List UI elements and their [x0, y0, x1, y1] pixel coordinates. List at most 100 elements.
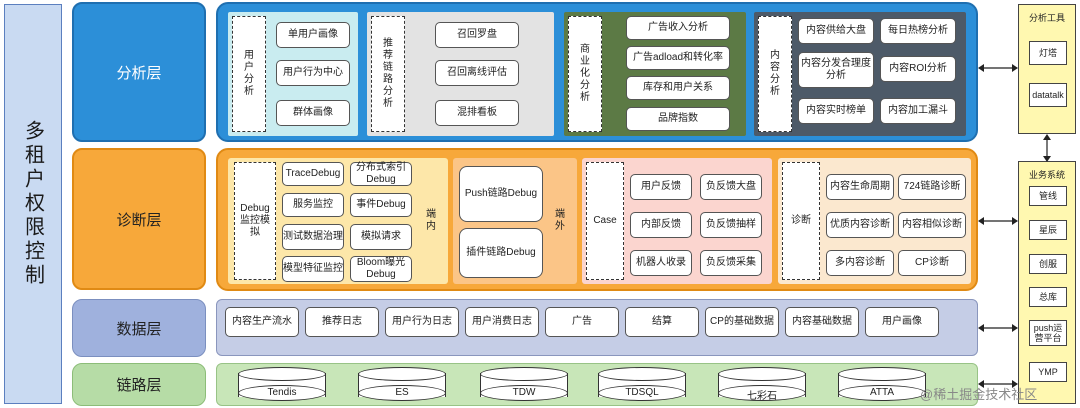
- business-analysis-title: 商业化分析: [568, 16, 602, 132]
- data-source[interactable]: 内容生产流水: [225, 307, 299, 337]
- debug-item[interactable]: 模型特征监控: [282, 256, 344, 282]
- diagnosis-biz-arrow: [978, 217, 1018, 225]
- analysis-item[interactable]: 每日热榜分析: [880, 18, 956, 44]
- data-source[interactable]: CP的基础数据: [705, 307, 779, 337]
- tool-item[interactable]: datatalk: [1029, 83, 1067, 107]
- analysis-item[interactable]: 库存和用户关系: [626, 76, 730, 100]
- business-systems-panel: 业务系统 管线 星辰 创服 总库 push运营平台 YMP: [1018, 161, 1076, 404]
- debug-item[interactable]: 模拟请求: [350, 224, 412, 250]
- analysis-tools-panel: 分析工具 灯塔 datatalk: [1018, 4, 1076, 134]
- data-layer: 内容生产流水 推荐日志 用户行为日志 用户消费日志 广告 结算 CP的基础数据 …: [216, 299, 978, 356]
- debug-item[interactable]: 分布式索引Debug: [350, 162, 412, 186]
- analysis-item[interactable]: 内容分发合理度分析: [798, 52, 874, 88]
- system-item[interactable]: 星辰: [1029, 220, 1067, 240]
- diagnose-item[interactable]: 优质内容诊断: [826, 212, 894, 238]
- data-layer-label: 数据层: [72, 299, 206, 357]
- data-source[interactable]: 广告: [545, 307, 619, 337]
- storage-cylinder[interactable]: ATTA: [838, 367, 926, 403]
- analysis-item[interactable]: 混排看板: [435, 100, 519, 126]
- analysis-item[interactable]: 召回罗盘: [435, 22, 519, 48]
- storage-label: TDSQL: [625, 387, 659, 398]
- storage-cylinder[interactable]: Tendis: [238, 367, 326, 403]
- case-item[interactable]: 负反馈抽样: [700, 212, 762, 238]
- analysis-layer-label: 分析层: [72, 2, 206, 142]
- debug-title: Debug监控模拟: [234, 162, 276, 280]
- recommend-analysis-title: 推荐链路分析: [371, 16, 405, 132]
- system-item[interactable]: 管线: [1029, 186, 1067, 206]
- tools-biz-arrow: [1043, 134, 1051, 162]
- storage-label: ATTA: [869, 387, 895, 398]
- analysis-item[interactable]: 用户行为中心: [276, 60, 350, 86]
- content-analysis-title: 内容分析: [758, 16, 792, 132]
- debug-item[interactable]: 服务监控: [282, 193, 344, 217]
- out-app-label: 端外: [555, 209, 565, 232]
- analysis-item[interactable]: 群体画像: [276, 100, 350, 126]
- case-item[interactable]: 机器人收录: [630, 250, 692, 276]
- business-analysis-panel: 商业化分析 广告收入分析 广告adload和转化率 库存和用户关系 品牌指数: [564, 12, 746, 136]
- diagnosis-layer: Debug监控模拟 TraceDebug 分布式索引Debug 服务监控 事件D…: [216, 148, 978, 291]
- diagnose-item[interactable]: 内容相似诊断: [898, 212, 966, 238]
- storage-cylinder[interactable]: TDW: [480, 367, 568, 403]
- in-app-label: 端内: [426, 209, 436, 232]
- storage-cylinder[interactable]: ES: [358, 367, 446, 403]
- debug-item[interactable]: TraceDebug: [282, 162, 344, 186]
- analysis-tools-arrow: [978, 64, 1018, 72]
- analysis-item[interactable]: 品牌指数: [626, 107, 730, 131]
- push-chain-debug[interactable]: Push链路Debug: [459, 166, 543, 222]
- user-analysis-title: 用户分析: [232, 16, 266, 132]
- data-source[interactable]: 用户画像: [865, 307, 939, 337]
- analysis-item[interactable]: 内容ROI分析: [880, 56, 956, 82]
- push-debug-panel: Push链路Debug 插件链路Debug 端外: [453, 158, 577, 284]
- user-analysis-panel: 用户分析 单用户画像 用户行为中心 群体画像: [228, 12, 358, 136]
- storage-cylinder[interactable]: TDSQL: [598, 367, 686, 403]
- recommend-analysis-panel: 推荐链路分析 召回罗盘 召回离线评估 混排看板: [367, 12, 554, 136]
- data-source[interactable]: 用户行为日志: [385, 307, 459, 337]
- system-item[interactable]: 总库: [1029, 287, 1067, 307]
- debug-panel: Debug监控模拟 TraceDebug 分布式索引Debug 服务监控 事件D…: [228, 158, 448, 284]
- permission-control-label: 多租户权限控制: [21, 120, 44, 288]
- tool-item[interactable]: 灯塔: [1029, 41, 1067, 65]
- storage-label: ES: [395, 387, 409, 398]
- diagnosis-layer-label: 诊断层: [72, 148, 206, 290]
- diagnose-item[interactable]: 多内容诊断: [826, 250, 894, 276]
- analysis-item[interactable]: 广告收入分析: [626, 16, 730, 40]
- analysis-tools-title: 分析工具: [1028, 13, 1065, 23]
- watermark: @稀土掘金技术社区: [920, 387, 1038, 402]
- case-item[interactable]: 用户反馈: [630, 174, 692, 200]
- data-source[interactable]: 用户消费日志: [465, 307, 539, 337]
- system-item[interactable]: 创服: [1029, 254, 1067, 274]
- plugin-chain-debug[interactable]: 插件链路Debug: [459, 228, 543, 278]
- analysis-layer: 用户分析 单用户画像 用户行为中心 群体画像 推荐链路分析 召回罗盘 召回离线评…: [216, 2, 978, 142]
- link-biz-arrow: [978, 380, 1018, 388]
- storage-label: 七彩石: [747, 391, 777, 402]
- case-panel: Case 用户反馈 负反馈大盘 内部反馈 负反馈抽样 机器人收录 负反馈采集: [582, 158, 772, 284]
- diagnose-item[interactable]: 724链路诊断: [898, 174, 966, 200]
- debug-item[interactable]: Bloom曝光Debug: [350, 256, 412, 282]
- debug-item[interactable]: 事件Debug: [350, 193, 412, 217]
- case-item[interactable]: 负反馈采集: [700, 250, 762, 276]
- analysis-item[interactable]: 内容实时榜单: [798, 98, 874, 124]
- content-analysis-panel: 内容分析 内容供给大盘 每日热榜分析 内容分发合理度分析 内容ROI分析 内容实…: [754, 12, 966, 136]
- storage-label: TDW: [512, 387, 536, 398]
- analysis-item[interactable]: 内容加工漏斗: [880, 98, 956, 124]
- storage-label: Tendis: [267, 387, 297, 398]
- permission-control-column: 多租户权限控制: [4, 4, 62, 404]
- case-item[interactable]: 内部反馈: [630, 212, 692, 238]
- diagnose-panel: 诊断 内容生命周期 724链路诊断 优质内容诊断 内容相似诊断 多内容诊断 CP…: [778, 158, 971, 284]
- analysis-item[interactable]: 广告adload和转化率: [626, 46, 730, 70]
- system-item[interactable]: push运营平台: [1029, 320, 1067, 346]
- storage-cylinder[interactable]: 七彩石: [718, 367, 806, 403]
- analysis-item[interactable]: 内容供给大盘: [798, 18, 874, 44]
- data-source[interactable]: 内容基础数据: [785, 307, 859, 337]
- analysis-item[interactable]: 单用户画像: [276, 22, 350, 48]
- diagnose-item[interactable]: 内容生命周期: [826, 174, 894, 200]
- data-source[interactable]: 结算: [625, 307, 699, 337]
- business-systems-title: 业务系统: [1028, 170, 1065, 180]
- analysis-item[interactable]: 召回离线评估: [435, 60, 519, 86]
- case-item[interactable]: 负反馈大盘: [700, 174, 762, 200]
- system-item[interactable]: YMP: [1029, 362, 1067, 382]
- data-biz-arrow: [978, 324, 1018, 332]
- diagnose-item[interactable]: CP诊断: [898, 250, 966, 276]
- debug-item[interactable]: 测试数据治理: [282, 224, 344, 250]
- data-source[interactable]: 推荐日志: [305, 307, 379, 337]
